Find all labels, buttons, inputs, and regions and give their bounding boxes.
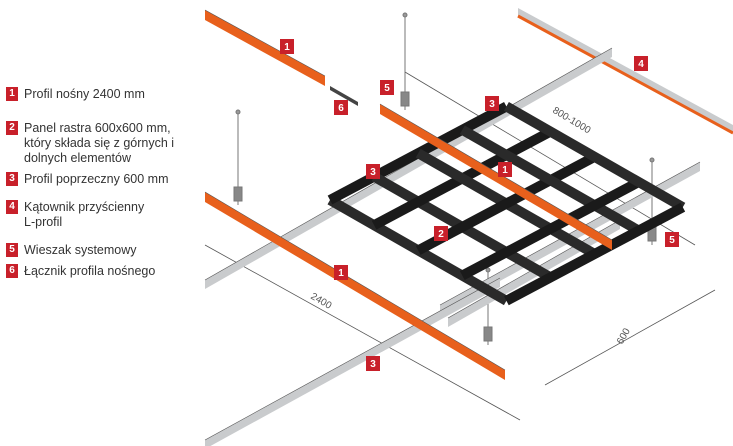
hanger-top [485, 267, 491, 273]
hanger-top [235, 109, 241, 115]
callout-number: 4 [638, 59, 644, 70]
grid-bar [459, 125, 642, 235]
legend-text: Panel rastra 600x600 mm, który składa si… [24, 121, 175, 165]
cross-profile [205, 278, 500, 446]
dimension-line-width [544, 289, 716, 386]
callout-badge [280, 39, 294, 54]
dimension-length-label: 2400 [309, 291, 334, 312]
callout-number: 2 [438, 229, 444, 240]
wall-angle-profile [518, 8, 733, 133]
grid-bar [459, 177, 642, 281]
callout-badge [334, 265, 348, 280]
callout-number: 1 [502, 165, 508, 176]
callout-badge [366, 164, 380, 179]
hanger-clip [233, 186, 243, 202]
hanger-top [649, 157, 655, 163]
legend-text: Wieszak systemowy [24, 243, 137, 257]
callout-number: 5 [384, 83, 390, 94]
main-profile-edge [204, 191, 506, 371]
legend-item: 5 Wieszak systemowy [6, 243, 137, 258]
callout-badge [498, 162, 512, 177]
legend-text: Profil nośny 2400 mm [24, 87, 145, 101]
grid-bar [504, 202, 686, 306]
dimension-line-length [204, 244, 521, 421]
main-profile [380, 104, 612, 250]
callout-number: 1 [284, 42, 290, 53]
legend-text: Profil poprzeczny 600 mm [24, 172, 169, 186]
callout-number: 3 [370, 359, 376, 370]
callout-badge [434, 226, 448, 241]
wall-angle-edge [517, 14, 733, 135]
callout-number: 3 [370, 167, 376, 178]
cross-profile-edge [204, 277, 501, 441]
callout-badge [665, 232, 679, 247]
legend-badge: 4 [6, 200, 18, 214]
legend-item: 4 Kątownik przyścienny L-profil [6, 200, 156, 230]
callout-badge [334, 100, 348, 115]
legend-item: 1 Profil nośny 2400 mm [6, 87, 145, 102]
callout-badge [380, 80, 394, 95]
legend-badge: 1 [6, 87, 18, 101]
legend-badge: 5 [6, 243, 18, 257]
cross-profile-edge [439, 161, 701, 306]
legend-badge: 6 [6, 264, 18, 278]
callout-badge [485, 96, 499, 111]
main-profile-connector [330, 86, 358, 106]
legend-item: 6 Łącznik profila nośnego [6, 264, 155, 279]
legend-text: Łącznik profila nośnego [24, 264, 156, 278]
main-profile-edge [204, 9, 326, 77]
legend-item: 2 Panel rastra 600x600 mm, który składa s… [6, 121, 181, 166]
dimension-width-label: 600 [615, 326, 633, 346]
callout-number: 1 [338, 268, 344, 279]
legend-item: 3 Profil poprzeczny 600 mm [6, 172, 169, 187]
main-profile-edge [379, 103, 613, 241]
callout-badge [634, 56, 648, 71]
callout-badge [366, 356, 380, 371]
callout-number: 3 [489, 99, 495, 110]
legend-badge: 2 [6, 121, 18, 135]
callout-number: 5 [669, 235, 675, 246]
grid-bar [503, 102, 686, 212]
hanger-clip [400, 91, 410, 107]
legend-badge: 3 [6, 172, 18, 186]
dimension-line-height [404, 71, 696, 246]
callout-number: 6 [338, 103, 344, 114]
legend-text: Kątownik przyścienny L-profil [24, 200, 145, 229]
main-profile [205, 192, 505, 380]
hanger-top [402, 12, 408, 18]
main-profile [205, 10, 325, 86]
hanger-clip [483, 326, 493, 342]
